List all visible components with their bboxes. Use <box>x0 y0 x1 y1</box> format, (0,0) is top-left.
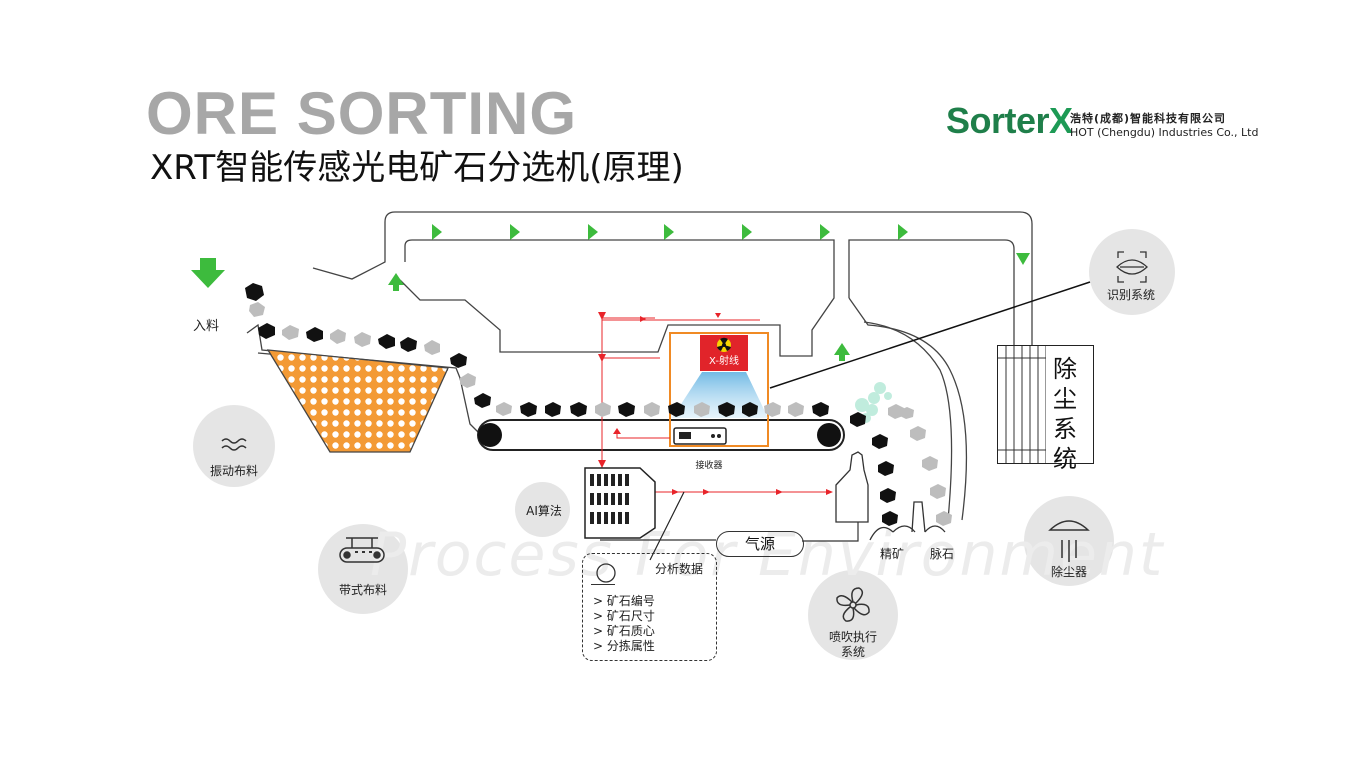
ai-algorithm-label: AI算法 <box>526 504 562 518</box>
belt-feed-label: 带式布料 <box>338 583 388 597</box>
analysis-title: 分析数据 <box>655 562 704 576</box>
analysis-item: > 矿石质心 <box>593 624 655 638</box>
air-pipes <box>600 522 859 542</box>
recognition-circle <box>1089 229 1175 315</box>
brand-logo: SorterX <box>946 100 1073 142</box>
vibrating-feed-circle <box>193 405 275 487</box>
flow-arrow-icon <box>742 224 752 240</box>
signal-arrows <box>598 312 833 495</box>
air-duct <box>312 211 1033 521</box>
logo-wordmark: Sorter <box>946 100 1050 141</box>
recognition-system-label: 识别系统 <box>1106 288 1156 302</box>
flow-arrow-icon <box>820 224 830 240</box>
ore-stream <box>245 283 952 526</box>
fan-icon <box>836 587 870 622</box>
flow-arrow-icon <box>898 224 908 240</box>
dust-collector-icon <box>1048 520 1090 562</box>
flow-arrow-icon <box>588 224 598 240</box>
analysis-item: > 矿石尺寸 <box>593 609 655 623</box>
ai-circle <box>515 482 570 537</box>
xray-frame <box>669 332 769 447</box>
up-arrow-icon <box>834 343 850 361</box>
logo-wordmark-x: X <box>1049 100 1073 141</box>
page-subtitle: XRT智能传感光电矿石分选机(原理) <box>150 148 684 188</box>
xray-label: X-射线 <box>709 356 739 367</box>
flow-arrow-icon <box>1016 253 1030 265</box>
flow-arrow-icon <box>664 224 674 240</box>
belt-feeder-icon <box>339 537 385 563</box>
conveyor-belt <box>477 419 845 451</box>
concentrate-label: 精矿 <box>879 547 905 561</box>
analysis-data-panel: 分析数据 > 矿石编号 > 矿石尺寸 > 矿石质心 > 分拣属性 <box>582 553 717 661</box>
processor-unit <box>584 467 685 561</box>
data-divider <box>591 584 615 585</box>
vibrating-hopper <box>266 349 449 453</box>
receiver-label: 接收器 <box>695 461 723 471</box>
detector-icon <box>673 427 727 445</box>
down-arrow-icon <box>191 258 225 288</box>
air-source-label: 气源 <box>716 531 804 557</box>
blowing-system-label-2: 系统 <box>840 645 866 659</box>
flow-arrow-icon <box>510 224 520 240</box>
recognition-eye-icon <box>1116 251 1148 283</box>
feed-in-label: 入料 <box>193 319 220 334</box>
vibration-icon <box>221 438 247 451</box>
filter-bags-icon <box>998 346 1046 463</box>
receiver-bins <box>869 501 946 541</box>
belt-feed-circle <box>318 524 408 614</box>
analysis-item: > 分拣属性 <box>593 639 655 653</box>
waste-rock-label: 脉石 <box>929 547 955 561</box>
analysis-item: > 矿石编号 <box>593 594 655 608</box>
air-valve <box>835 451 869 523</box>
dust-system-label: 除尘系统 <box>1053 355 1077 473</box>
dust-collector-label: 除尘器 <box>1050 565 1088 579</box>
company-name-en: HOT (Chengdu) Industries Co., Ltd <box>1070 126 1259 139</box>
company-name-cn: 浩特(成都)智能科技有限公司 <box>1070 112 1227 125</box>
flow-arrows <box>388 224 1030 361</box>
hero-title: ORE SORTING <box>146 80 578 147</box>
radiation-icon <box>717 337 731 352</box>
blowing-system-label-1: 喷吹执行 <box>828 630 878 644</box>
vibrating-feed-label: 振动布料 <box>209 464 259 478</box>
signal-lines <box>601 316 832 493</box>
up-arrow-icon <box>388 273 404 291</box>
dust-system-unit: 除尘系统 <box>997 345 1094 473</box>
flow-arrow-icon <box>432 224 442 240</box>
data-circle-icon <box>596 563 616 583</box>
